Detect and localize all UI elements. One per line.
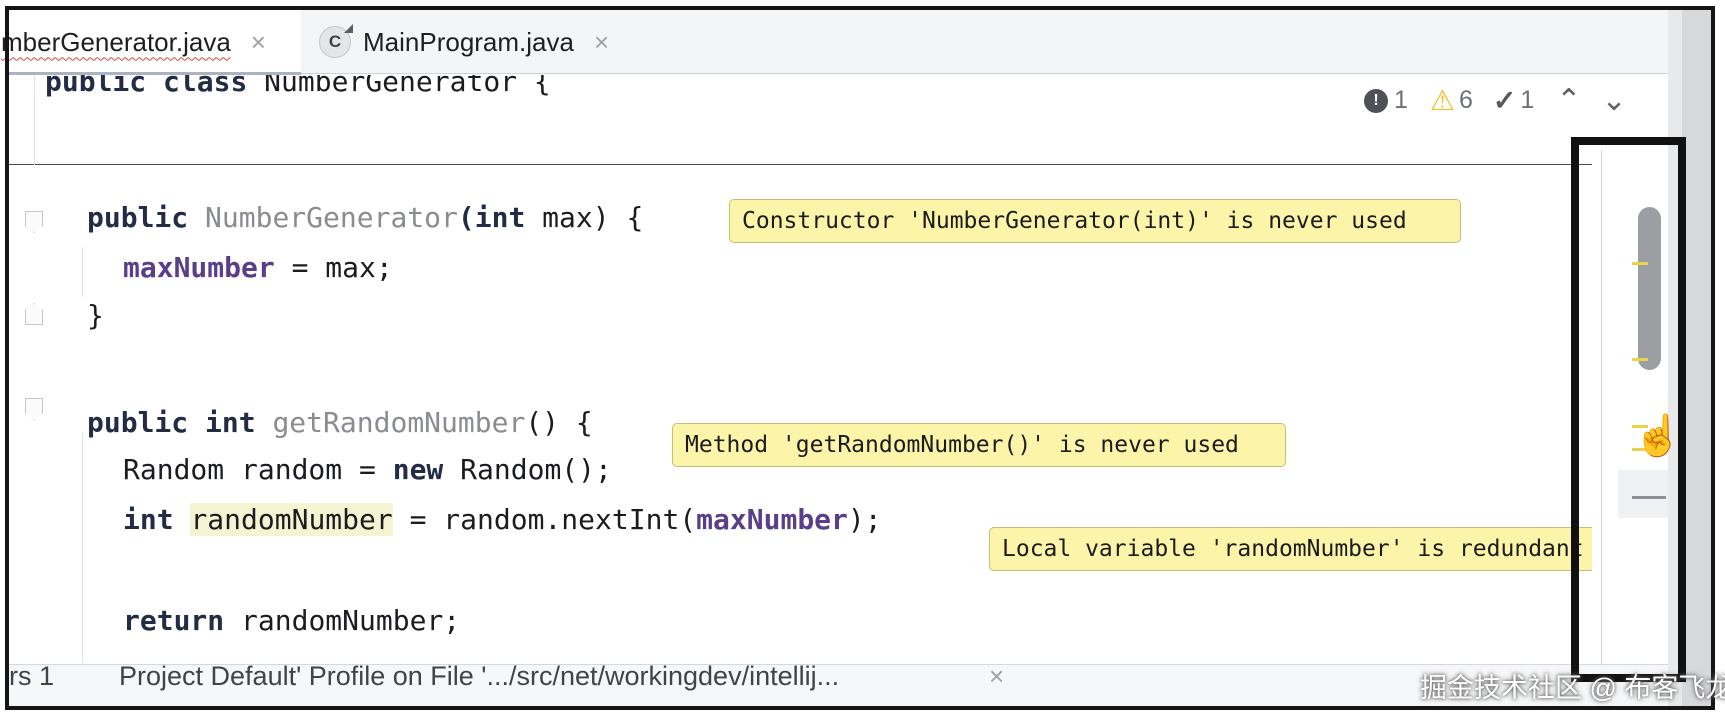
code-line-constructor[interactable]: public NumberGenerator(int max) {	[87, 201, 644, 234]
hand-cursor-icon: ☝	[1633, 414, 1683, 458]
error-count: 1	[1394, 86, 1408, 114]
previous-problem-icon[interactable]: ⌃	[1556, 84, 1582, 117]
editor-tab-bar: mberGenerator.java × C MainProgram.java …	[1, 10, 1668, 75]
java-class-icon: C	[319, 26, 351, 58]
close-icon[interactable]: ×	[989, 664, 1005, 691]
sticky-class-header[interactable]: public class NumberGenerator {	[9, 75, 1668, 165]
close-icon[interactable]: ×	[250, 26, 266, 57]
fold-marker-icon[interactable]	[25, 398, 43, 420]
highlight-box	[1571, 137, 1686, 682]
indent-guide	[82, 433, 83, 663]
results-tab-label[interactable]: rs 1	[9, 664, 55, 691]
hint-redundant-local: Local variable 'randomNumber' is redunda…	[989, 527, 1629, 571]
warning-stripe-mark[interactable]	[1632, 425, 1648, 428]
close-icon[interactable]: ×	[593, 26, 610, 57]
caret-stripe-mark[interactable]	[1632, 496, 1666, 499]
hint-unused-constructor: Constructor 'NumberGenerator(int)' is ne…	[729, 199, 1461, 243]
error-icon: !	[1364, 88, 1388, 113]
tab-number-generator[interactable]: mberGenerator.java ×	[1, 10, 301, 75]
code-line-close-brace[interactable]: }	[87, 299, 104, 332]
code-line-method[interactable]: public int getRandomNumber() {	[87, 406, 593, 439]
warning-stripe-mark[interactable]	[1632, 262, 1648, 265]
scrollbar-thumb[interactable]	[1638, 207, 1661, 370]
fold-marker-icon[interactable]	[25, 211, 43, 233]
tab-label: mberGenerator.java	[1, 26, 231, 57]
warning-stripe-mark[interactable]	[1632, 448, 1648, 451]
code-line-random-number[interactable]: int randomNumber = random.nextInt(maxNum…	[123, 503, 882, 536]
warning-stripe-mark[interactable]	[1632, 358, 1648, 361]
stripe-divider	[1601, 150, 1602, 670]
tab-label: MainProgram.java	[363, 26, 574, 57]
tab-main-program[interactable]: C MainProgram.java ×	[319, 10, 619, 74]
warning-count: 6	[1459, 86, 1473, 114]
fold-end-marker-icon[interactable]	[25, 303, 43, 325]
next-problem-icon[interactable]: ⌄	[1601, 84, 1627, 117]
inspection-widget[interactable]: ! 1 ⚠ 6 ✓ 1 ⌃ ⌄	[1364, 83, 1627, 118]
code-line-assign[interactable]: maxNumber = max;	[123, 251, 393, 284]
typo-check-icon: ✓	[1492, 85, 1517, 116]
inspection-results-bar: rs 1 Project Default' Profile on File '.…	[9, 664, 1668, 710]
code-line-return[interactable]: return randomNumber;	[123, 604, 461, 637]
warning-icon: ⚠	[1429, 85, 1456, 116]
code-editor[interactable]: public class NumberGenerator { ! 1 ⚠ 6 ✓…	[9, 75, 1668, 675]
sticky-gutter	[9, 75, 35, 165]
watermark: 掘金技术社区 @ 布客飞龙	[1420, 673, 1725, 703]
indent-guide	[82, 247, 83, 297]
hint-unused-method: Method 'getRandomNumber()' is never used	[672, 423, 1286, 467]
typo-count: 1	[1520, 86, 1535, 114]
stripe-visible-area	[1618, 470, 1668, 518]
sticky-line: public class NumberGenerator {	[45, 75, 551, 98]
code-line-random[interactable]: Random random = new Random();	[123, 453, 612, 486]
results-tab-title[interactable]: Project Default' Profile on File '.../sr…	[119, 664, 840, 691]
